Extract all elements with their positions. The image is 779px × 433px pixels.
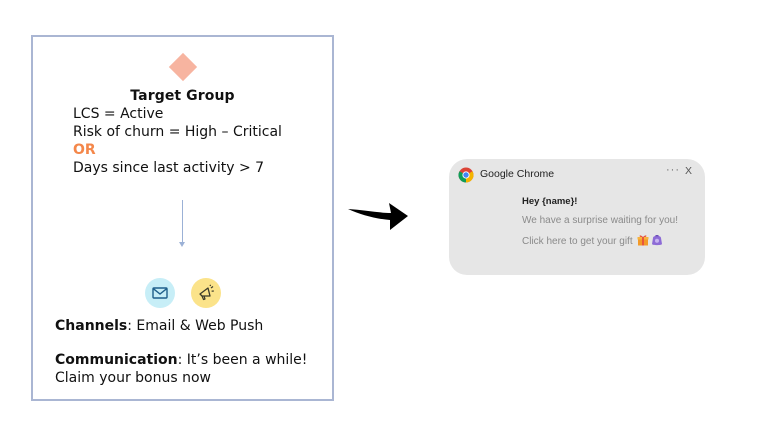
close-icon[interactable]: X (685, 165, 693, 177)
gift-icon (637, 235, 649, 246)
down-arrow-icon (179, 200, 185, 247)
channels-label: Channels (55, 318, 128, 334)
criteria-days: Days since last activity > 7 (73, 160, 265, 176)
chrome-icon (458, 167, 474, 183)
notification-app-name: Google Chrome (480, 168, 555, 180)
communication-value: : It’s been a while! Claim your bonus no… (55, 352, 308, 386)
communication-label: Communication (55, 352, 178, 368)
target-group-title: Target Group (130, 88, 235, 104)
notification-message-1: We have a surprise waiting for you! (522, 215, 679, 226)
communication-text: Communication: It’s been a while! Claim … (55, 351, 325, 387)
more-options-icon[interactable]: ··· (666, 164, 680, 176)
criteria-lcs: LCS = Active (73, 106, 164, 122)
notification-message-2: Click here to get your gift (522, 234, 663, 247)
target-group-card: Target Group LCS = Active Risk of churn … (31, 35, 334, 401)
browser-notification[interactable]: Google Chrome ··· X Hey {name}! We have … (449, 159, 705, 275)
notification-link-text: Click here to get your gift (522, 236, 633, 247)
envelope-icon (145, 278, 175, 308)
right-arrow-icon (347, 196, 409, 236)
criteria-operator: OR (73, 142, 96, 158)
megaphone-icon (191, 278, 221, 308)
notification-title: Hey {name}! (522, 196, 578, 207)
bag-icon (652, 235, 663, 246)
channels-value: : Email & Web Push (127, 318, 264, 334)
criteria-churn: Risk of churn = High – Critical (73, 124, 282, 140)
channels-text: Channels: Email & Web Push (55, 317, 263, 335)
diamond-icon (168, 52, 198, 82)
criteria-list: LCS = Active Risk of churn = High – Crit… (73, 105, 282, 177)
